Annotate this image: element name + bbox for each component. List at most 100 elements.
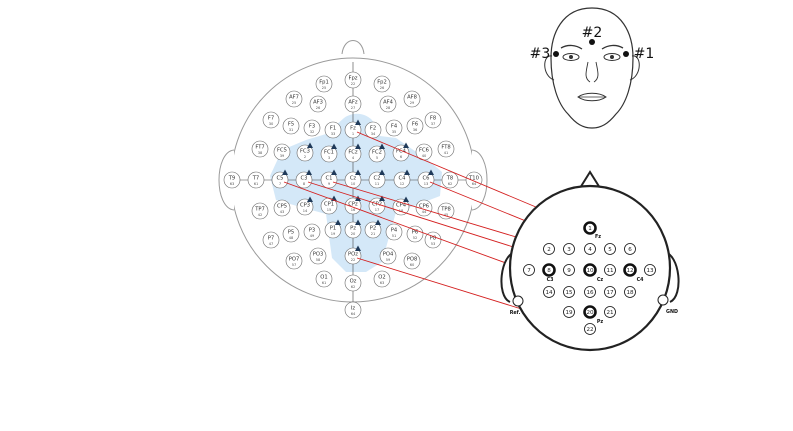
channel-circle xyxy=(542,263,556,277)
channel-circle xyxy=(644,264,656,276)
channel-number: 7 xyxy=(527,268,531,274)
electrode-label: Iz xyxy=(351,306,356,312)
electrode-number: 36 xyxy=(413,128,418,132)
electrode-circle xyxy=(344,247,362,265)
channel-circle xyxy=(543,243,555,255)
electrode-label: FC3 xyxy=(300,149,310,155)
electrode-number: 60 xyxy=(410,263,415,267)
electrode-circle xyxy=(364,121,382,139)
electrode-circle xyxy=(295,171,313,189)
right-ear-face xyxy=(629,55,640,81)
electrode-circle xyxy=(406,117,424,135)
electrode-number: 13 xyxy=(424,182,429,186)
electrode-label: F4 xyxy=(391,124,398,130)
electrode-label: Fpz xyxy=(349,76,358,82)
face-illustration: #2 #3 #1 xyxy=(530,7,655,129)
electrode-label: CP1 xyxy=(324,202,334,208)
electrode-number: 59 xyxy=(386,258,391,262)
electrode-number: 11 xyxy=(375,182,380,186)
nose-shape xyxy=(341,40,365,55)
electrode-label: CP3 xyxy=(300,203,310,209)
electrode-label: PO8 xyxy=(407,257,418,263)
marker-fz xyxy=(355,119,361,125)
electrode-number: 29 xyxy=(410,101,415,105)
channel-circle xyxy=(563,264,575,276)
electrode-label: P6 xyxy=(412,230,418,236)
electrode-circle xyxy=(296,198,314,216)
marker-c2 xyxy=(379,169,385,175)
channel-3: 3 xyxy=(563,243,575,255)
channel-number: 3 xyxy=(567,247,571,253)
electrode-number: 28 xyxy=(386,106,391,110)
electrode-circle xyxy=(324,221,342,239)
marker-fc3 xyxy=(307,142,313,148)
electrode-number: 27 xyxy=(351,106,356,110)
electrode-circle xyxy=(262,111,280,129)
channel-number: 18 xyxy=(626,290,634,296)
electrode-circle xyxy=(417,171,435,189)
electrode-label: FCz xyxy=(348,150,358,156)
marker-fc1 xyxy=(331,143,337,149)
electrode-number: 25 xyxy=(322,86,327,90)
right-pupil xyxy=(610,55,614,59)
channel-number: 21 xyxy=(606,310,614,316)
electrode-number: 61 xyxy=(322,281,327,285)
electrode-circle xyxy=(368,171,386,189)
electrode-number: 47 xyxy=(269,242,274,246)
electrode-circle xyxy=(282,225,300,243)
electrode-label: O2 xyxy=(378,275,385,281)
channel-21: 21 xyxy=(604,306,616,318)
electrode-circle xyxy=(379,247,397,265)
electrode-circle xyxy=(282,117,300,135)
electrode-label: AF3 xyxy=(313,100,323,106)
marker-pz xyxy=(355,219,361,225)
face-label-1: #1 xyxy=(634,46,655,62)
gnd-electrode xyxy=(657,294,669,306)
marker-c1 xyxy=(331,169,337,175)
electrode-number: 18 xyxy=(399,209,404,213)
temple-point-1 xyxy=(623,51,629,57)
electrode-circle xyxy=(251,202,269,220)
electrode-label: F7 xyxy=(268,116,274,122)
electrode-number: 33 xyxy=(331,132,336,136)
channel-number: 6 xyxy=(628,247,632,253)
electrode-label: C2 xyxy=(374,176,381,182)
channel-4: 4 xyxy=(584,243,596,255)
channel-1: 1 xyxy=(583,221,597,235)
label-cz: Cz xyxy=(597,277,604,283)
electrode-label: C3 xyxy=(301,176,308,182)
electrode-label: F6 xyxy=(412,122,418,128)
channel-circle xyxy=(563,286,575,298)
label-ref: Ref. xyxy=(510,310,521,316)
electrode-label: TP7 xyxy=(254,207,265,213)
left-ear-face xyxy=(544,55,555,81)
electrode-number: 4 xyxy=(352,156,355,160)
electrode-label: F5 xyxy=(288,122,294,128)
electrode-circle xyxy=(285,252,303,270)
channel-circle xyxy=(563,306,575,318)
electrode-label: CPz xyxy=(348,202,358,208)
electrode-number: 61 xyxy=(254,182,259,186)
electrode-number: 49 xyxy=(310,234,315,238)
electrode-label: CP4 xyxy=(396,203,407,209)
electrode-number: 15 xyxy=(327,208,332,212)
